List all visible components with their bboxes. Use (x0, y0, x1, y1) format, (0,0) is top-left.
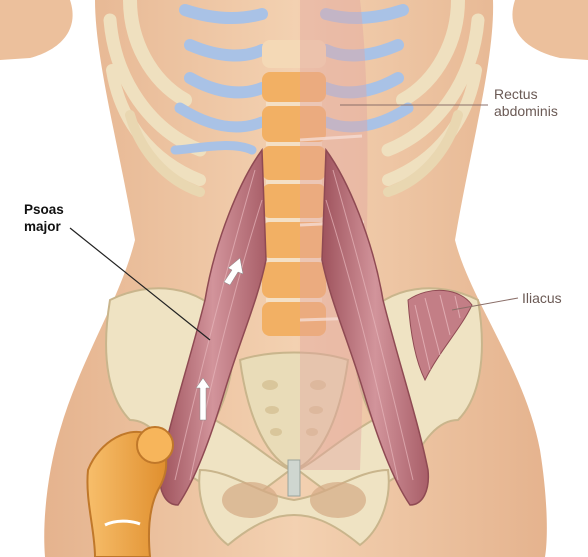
right-arm-skin (512, 0, 588, 60)
iliacus-label: Iliacus (522, 290, 562, 307)
psoas-major-label: Psoas major (24, 201, 64, 235)
rectus-abdominis-label: Rectus abdominis (494, 86, 558, 120)
left-arm-skin (0, 0, 73, 60)
